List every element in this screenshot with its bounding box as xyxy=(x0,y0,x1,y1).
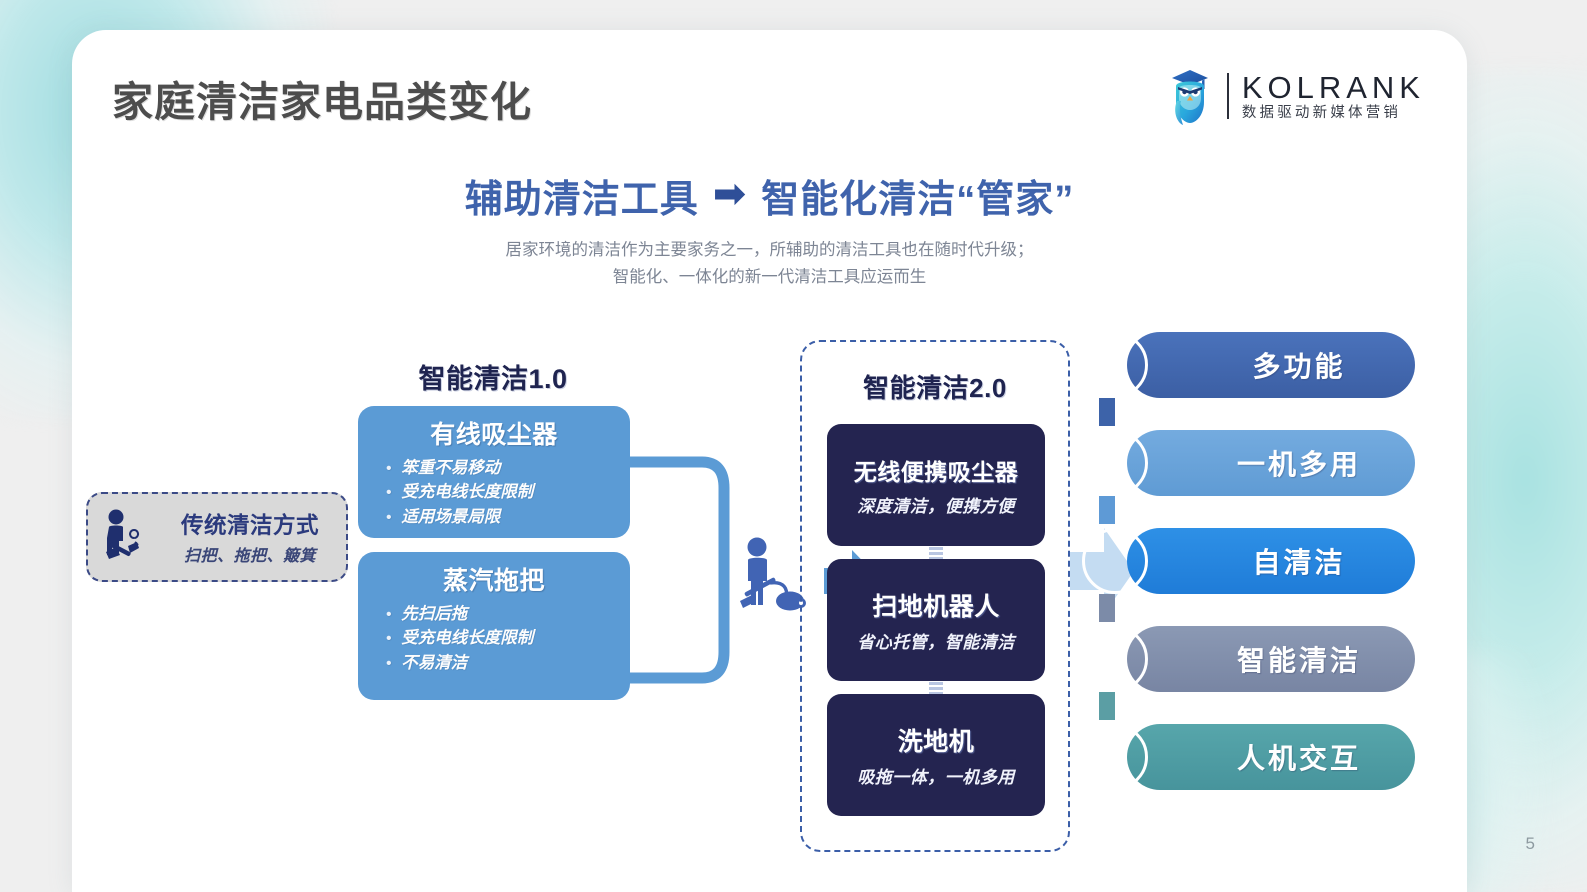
bullet-item: • 受充电线长度限制 xyxy=(370,480,618,504)
logo-divider xyxy=(1226,73,1229,119)
stage2-card-subtitle: 吸拖一体，一机多用 xyxy=(857,768,1015,787)
bullet-item: • 不易清洁 xyxy=(370,651,618,675)
stage2-card-connector xyxy=(929,546,943,560)
stage2-card-cordless-vacuum: 无线便携吸尘器 深度清洁，便携方便 xyxy=(827,424,1045,546)
pill-connector xyxy=(1099,398,1115,426)
bullet-dot-icon: • xyxy=(386,654,392,672)
bullet-dot-icon: • xyxy=(386,484,392,502)
logo-brand-name: KOLRANK xyxy=(1241,69,1425,105)
benefit-pill-label: 一机多用 xyxy=(1236,449,1361,480)
benefit-pill-3: 智能清洁 xyxy=(1127,626,1415,692)
stage1-card-wired-vacuum: 有线吸尘器 • 笨重不易移动 • 受充电线长度限制 • 适用场景局限 xyxy=(358,406,630,538)
bullet-item: • 适用场景局限 xyxy=(370,505,618,529)
benefit-pill-ring-2 xyxy=(1082,528,1148,594)
benefit-pill-label: 人机交互 xyxy=(1236,743,1361,774)
stage1-card-steam-mop: 蒸汽拖把 • 先扫后拖 • 受充电线长度限制 • 不易清洁 xyxy=(358,552,630,700)
benefit-pill-0: 多功能 xyxy=(1127,332,1415,398)
benefit-pill-label: 自清洁 xyxy=(1252,547,1346,578)
stage1-card-title: 蒸汽拖把 xyxy=(442,567,545,595)
bullet-text: 不易清洁 xyxy=(401,653,468,672)
traditional-title: 传统清洁方式 xyxy=(180,513,319,538)
bullet-dot-icon: • xyxy=(386,460,392,477)
bullet-dot-icon: • xyxy=(386,508,392,526)
brand-logo: KOLRANK 数据驱动新媒体营销 xyxy=(1166,66,1425,126)
logo-tagline: 数据驱动新媒体营销 xyxy=(1241,104,1402,121)
bracket-connector xyxy=(626,456,730,684)
bullet-dot-icon: • xyxy=(386,606,392,623)
bullet-text: 先扫后拖 xyxy=(401,605,468,623)
vacuum-person-icon xyxy=(740,537,806,611)
headline-arrow-icon: ➡ xyxy=(712,171,748,216)
pill-connector xyxy=(1099,594,1115,622)
headline-left: 辅助清洁工具 xyxy=(464,179,699,221)
stage2-card-connector xyxy=(929,681,943,695)
stage2-card-floor-washer: 洗地机 吸拖一体，一机多用 xyxy=(827,694,1045,816)
benefit-pill-label: 智能清洁 xyxy=(1236,645,1361,676)
stage2-card-subtitle: 省心托管，智能清洁 xyxy=(857,633,1015,652)
bullet-text: 适用场景局限 xyxy=(401,507,501,526)
headline-right: 智能化清洁“管家” xyxy=(761,179,1075,221)
benefit-pill-label: 多功能 xyxy=(1252,351,1346,382)
benefit-pill-ring-0 xyxy=(1082,332,1148,398)
stage2-card-title: 洗地机 xyxy=(897,728,975,756)
traditional-texts: 传统清洁方式 扫把、拖把、簸箕 xyxy=(154,508,346,566)
subtitle-line-1: 居家环境的清洁作为主要家务之一，所辅助的清洁工具也在随时代升级； xyxy=(505,241,1034,259)
benefit-pill-ring-3 xyxy=(1082,626,1148,692)
benefit-pill-2: 自清洁 xyxy=(1127,528,1415,594)
subtitle-line-2: 智能化、一体化的新一代清洁工具应运而生 xyxy=(612,267,927,286)
slide-canvas: 家庭清洁家电品类变化 xyxy=(72,30,1467,892)
pill-connector xyxy=(1099,496,1115,524)
traditional-subtitle: 扫把、拖把、簸箕 xyxy=(183,548,316,565)
headline: 辅助清洁工具 ➡ 智能化清洁“管家” xyxy=(72,168,1467,223)
page-number: 5 xyxy=(1525,834,1535,853)
stage2-frame xyxy=(800,340,1070,852)
benefit-pill-1: 一机多用 xyxy=(1127,430,1415,496)
stage1-card-bullets: • 笨重不易移动 • 受充电线长度限制 • 适用场景局限 xyxy=(370,456,618,529)
stage1-card-title: 有线吸尘器 xyxy=(430,421,558,449)
bullet-text: 受充电线长度限制 xyxy=(401,629,534,648)
bullet-item: • 先扫后拖 xyxy=(370,602,618,626)
bullet-dot-icon: • xyxy=(386,630,392,648)
stage2-card-subtitle: 深度清洁，便携方便 xyxy=(857,497,1015,516)
stage1-title: 智能清洁1.0 xyxy=(418,364,568,394)
logo-text-block: KOLRANK 数据驱动新媒体营销 xyxy=(1242,72,1425,121)
traditional-cleaning-box: 传统清洁方式 扫把、拖把、簸箕 xyxy=(86,492,348,582)
stage2-card-title: 扫地机器人 xyxy=(872,593,1000,621)
subtitle-copy: 居家环境的清洁作为主要家务之一，所辅助的清洁工具也在随时代升级； 智能化、一体化… xyxy=(72,237,1467,290)
sweeping-person-icon xyxy=(106,509,140,559)
stage2-title: 智能清洁2.0 xyxy=(863,373,1007,403)
bullet-item: • 笨重不易移动 xyxy=(370,456,618,480)
benefit-pill-ring-1 xyxy=(1082,430,1148,496)
page-title: 家庭清洁家电品类变化 xyxy=(112,79,532,125)
benefit-pill-4: 人机交互 xyxy=(1127,724,1415,790)
stage2-card-robot-vacuum: 扫地机器人 省心托管，智能清洁 xyxy=(827,559,1045,681)
owl-logo-icon xyxy=(1171,70,1208,125)
bullet-item: • 受充电线长度限制 xyxy=(370,626,618,650)
stage1-card-bullets: • 先扫后拖 • 受充电线长度限制 • 不易清洁 xyxy=(370,602,618,675)
bullet-text: 笨重不易移动 xyxy=(401,459,501,477)
pill-connector xyxy=(1099,692,1115,720)
benefit-pill-ring-4 xyxy=(1082,724,1148,790)
stage2-card-title: 无线便携吸尘器 xyxy=(853,459,1019,485)
bullet-text: 受充电线长度限制 xyxy=(401,483,534,502)
